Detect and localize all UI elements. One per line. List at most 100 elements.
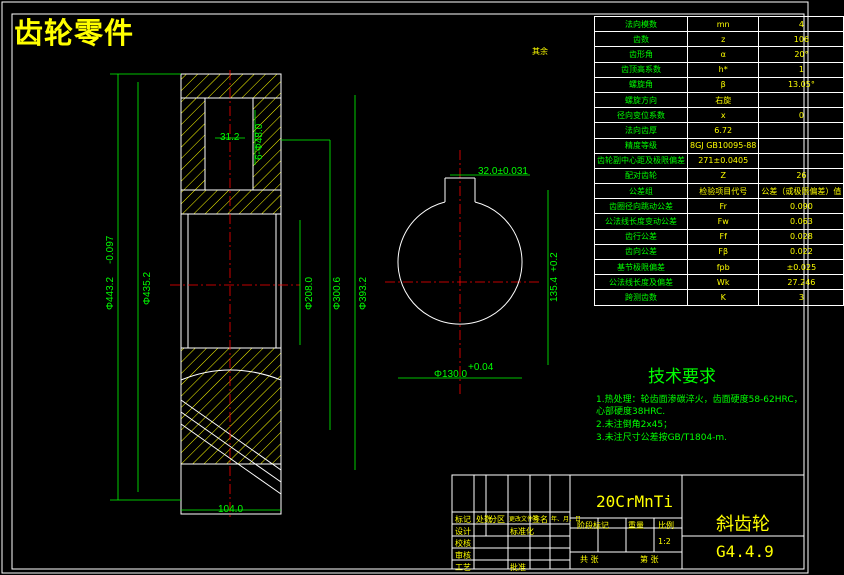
weight-label: 重量 [628,521,644,530]
param-value: 0.090 [758,198,844,215]
param-symbol: 右旋 [686,91,760,109]
scale-label: 比例 [658,521,674,530]
dim-6-holes: 6-Φ48.0 [254,123,265,160]
param-name: 径向变位系数 [594,107,688,124]
tech-note-1: 1.热处理：轮齿面渗碳淬火，齿面硬度58-62HRC， [596,395,803,405]
row-sign: 签名 [532,515,548,524]
param-symbol: h* [686,61,760,78]
dimension-lines [110,73,549,511]
param-name: 齿形角 [594,46,688,63]
param-value [758,122,844,139]
param-value [758,91,844,109]
param-name: 基节极限偏差 [594,258,688,276]
drawing-number: G4.4.9 [716,542,774,561]
param-value [758,137,844,154]
dim-width: 104.0 [218,504,243,515]
sheet-number: 第 张 [640,555,659,564]
param-symbol: Ff [686,228,760,245]
param-value: 0.063 [758,213,844,230]
approve-label: 批准 [510,563,526,572]
surface-note: 其余 [532,47,548,56]
param-value: 106 [758,31,844,48]
param-symbol: Z [686,167,760,185]
param-symbol: 8GJ GB10095-88 [686,137,760,154]
dim-300: Φ300.6 [332,277,343,310]
tech-note-2: 心部硬度38HRC. [596,407,666,417]
param-name: 跨测齿数 [594,289,688,306]
param-value: 26 [758,167,844,185]
param-row: 螺旋方向右旋 [594,91,844,109]
param-value: 3 [758,289,844,306]
param-value: ±0.025 [758,258,844,276]
tech-requirements-heading: 技术要求 [648,367,716,387]
drawing-title: 齿轮零件 [14,16,135,50]
param-symbol: Fβ [686,243,760,261]
dim-435: Φ435.2 [142,272,153,305]
dim-key-width: 32.0±0.031 [478,166,528,177]
param-symbol: α [686,46,760,63]
param-symbol: Fw [686,213,760,230]
param-symbol: 271±0.0405 [686,152,760,169]
title-block-grid [451,474,805,570]
param-name: 法向齿厚 [594,122,688,139]
gear-section-view [180,73,282,515]
review-label: 审核 [455,551,471,560]
row-count: 处数 [476,515,492,524]
param-name: 齿向公差 [594,243,688,261]
standard-label: 标准化 [510,527,534,536]
param-value: 0.028 [758,228,844,245]
param-value: 4 [758,15,844,33]
dim-key-depth: 135.4 [549,277,560,302]
dim-key-depth-tol: +0.2 [549,252,560,272]
param-symbol: Fr [686,198,760,215]
tech-note-4: 3.未注尺寸公差按GB/T1804-m. [596,433,728,443]
material-label: 20CrMnTi [596,492,674,511]
param-name: 螺旋方向 [594,91,688,109]
tech-note-3: 2.未注倒角2x45； [596,420,673,430]
param-symbol: mn [686,15,760,33]
param-name: 齿顶高系数 [594,61,688,78]
row-change: 更改文件号 [509,516,540,523]
param-name: 公差组 [594,183,688,200]
param-symbol: K [686,289,760,306]
param-symbol: β [686,76,760,93]
dim-208: Φ208.0 [304,277,315,310]
param-value: 13.05° [758,76,844,93]
param-value: 0 [758,107,844,124]
param-value: 27.246 [758,274,844,291]
param-name: 螺旋角 [594,76,688,93]
param-name: 法向模数 [594,15,688,33]
row-date: 年、月、日 [551,516,582,523]
param-symbol: z [686,31,760,48]
param-symbol: Wk [686,274,760,291]
param-name: 齿圈径向跳动公差 [594,198,688,215]
param-symbol: fpb [686,258,760,276]
param-value: 0.022 [758,243,844,261]
dim-bore-tol: +0.04 [468,362,494,373]
param-value [758,152,844,169]
param-name: 公法线长度变动公差 [594,213,688,230]
sheet-total: 共 张 [580,555,599,564]
stage-label: 阶段标记 [577,521,609,530]
param-symbol: x [686,107,760,124]
param-row: 公差组检验项目代号公差（或极限偏差）值 [594,183,844,200]
param-symbol: 检验项目代号 [686,183,760,200]
row-mark: 标记 [455,515,471,524]
param-value: 公差（或极限偏差）值 [758,183,844,200]
param-value: 20° [758,46,844,63]
